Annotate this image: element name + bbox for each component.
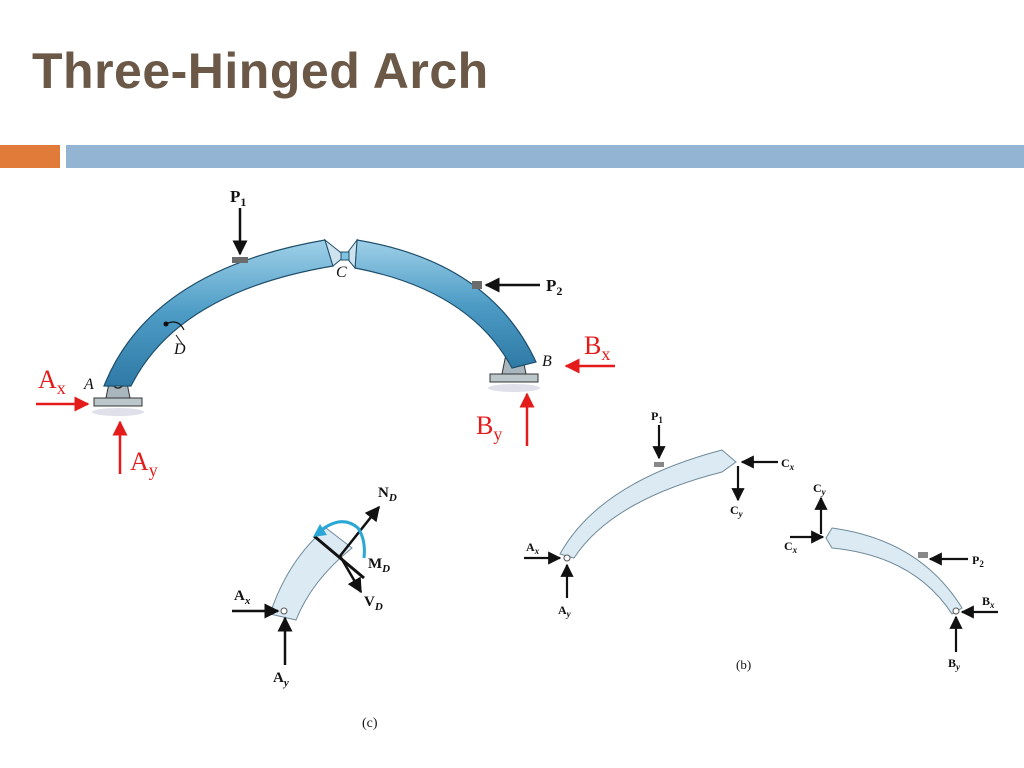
accent-bar-blue — [66, 145, 1024, 168]
caption-c: (c) — [362, 716, 378, 731]
label-ax-red: Ax — [38, 365, 66, 398]
label-c: C — [336, 264, 347, 281]
label-b-cx1: Cx — [781, 456, 795, 472]
label-b-p1: P1 — [651, 409, 663, 425]
label-c-ax: Ax — [234, 588, 251, 607]
fbd-section-d — [269, 527, 353, 621]
label-ay-red: Ay — [130, 447, 158, 480]
label-b: B — [542, 353, 552, 370]
arch-left-member — [103, 239, 334, 387]
label-b-by: By — [948, 656, 961, 672]
label-by-red: By — [476, 411, 502, 444]
label-p2: P2 — [546, 276, 562, 298]
label-b-ay: Ay — [558, 603, 572, 619]
label-b-ax: Ax — [526, 540, 540, 556]
label-a: A — [83, 376, 94, 393]
caption-b: (b) — [736, 657, 751, 672]
label-c-nd: ND — [378, 485, 397, 504]
label-p1: P1 — [230, 187, 246, 209]
accent-bar-orange — [0, 145, 60, 168]
label-c-md: MD — [368, 556, 390, 575]
label-b-cy2: Cy — [813, 481, 827, 497]
figure-a: P1 P2 C D A B Ax Ay Bx By — [36, 187, 615, 480]
label-b-p2: P2 — [972, 553, 984, 569]
label-b-cx2: Cx — [784, 539, 798, 555]
hinge-c — [340, 251, 350, 261]
figure-c: ND MD VD Ax Ay (c) — [232, 485, 397, 731]
fbd-right-segment — [825, 527, 963, 615]
slide-title: Three-Hinged Arch — [32, 43, 489, 99]
label-c-vd: VD — [364, 594, 383, 613]
label-d: D — [173, 341, 186, 358]
fbd-left-segment — [559, 449, 737, 559]
label-b-cy1: Cy — [730, 503, 744, 519]
label-bx-red: Bx — [584, 331, 610, 364]
arch-right-member — [354, 239, 537, 369]
figure-b: P1 Cx Cy Ax Ay Cy Cx P2 Bx By (b) — [524, 409, 998, 672]
label-b-bx: Bx — [982, 594, 995, 610]
label-c-ay: Ay — [273, 670, 289, 689]
